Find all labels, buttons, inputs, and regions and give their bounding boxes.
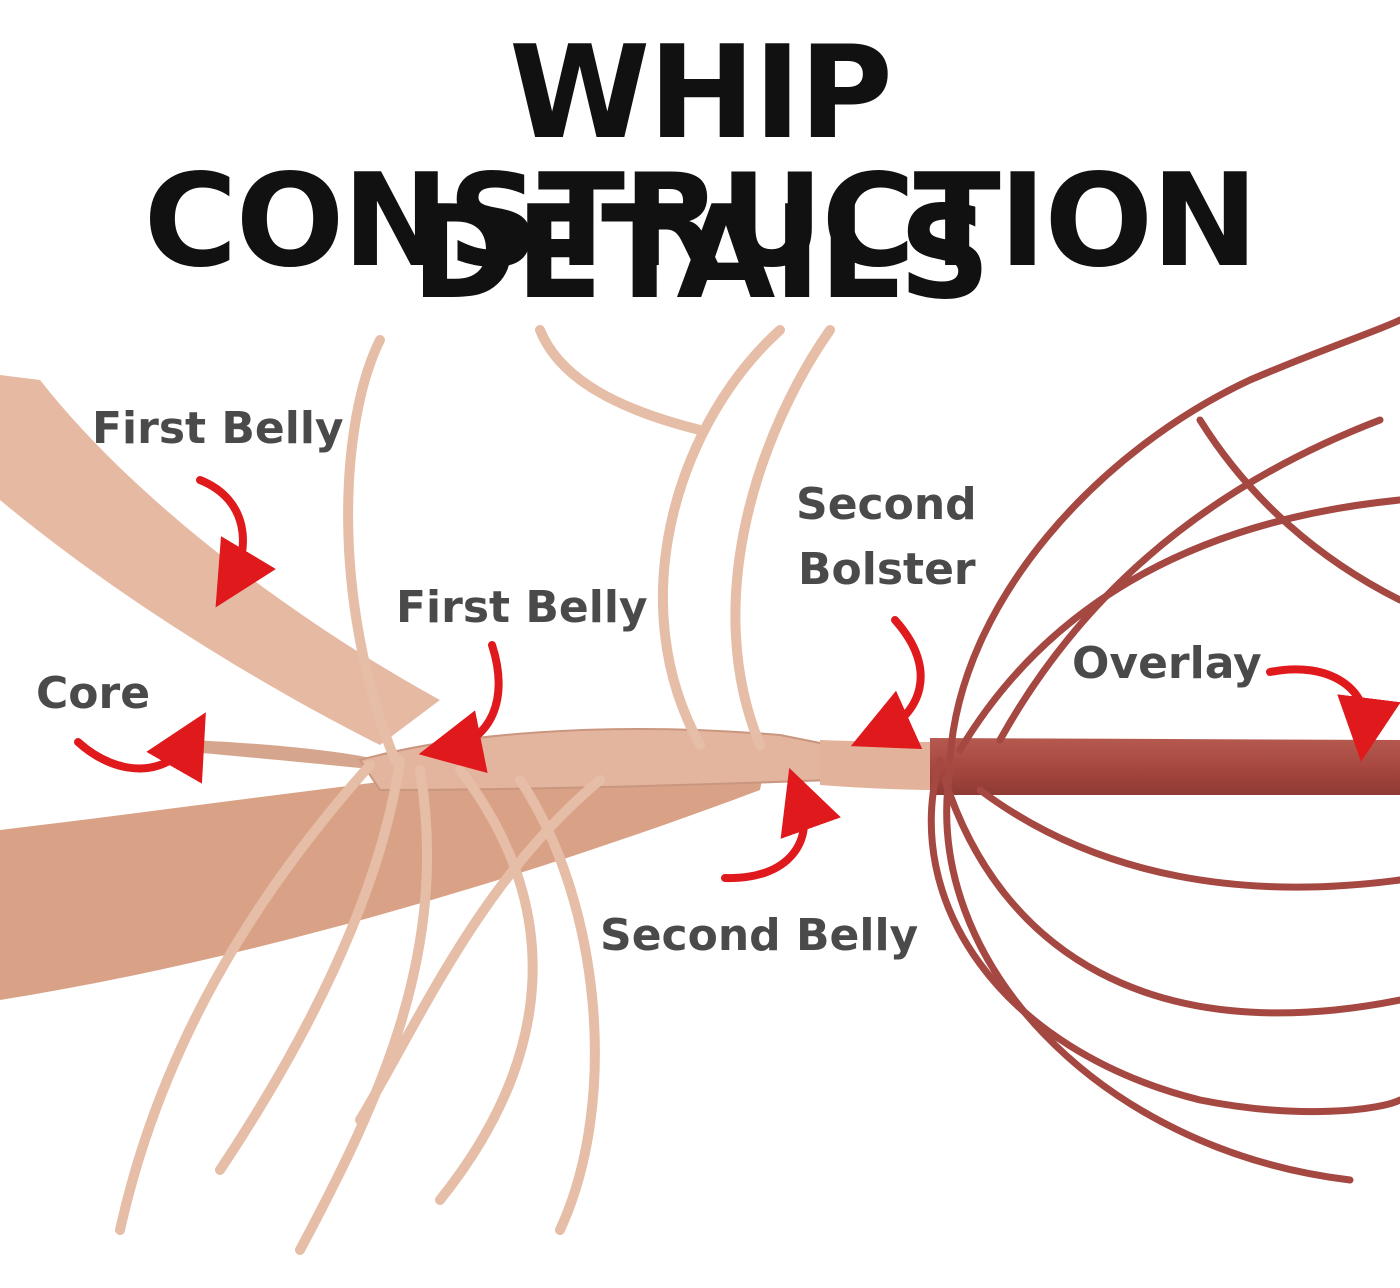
title-line-2: DETAILS xyxy=(411,179,991,328)
label-second-bolster-line1: Second xyxy=(796,479,977,530)
label-second-bolster-line2: Bolster xyxy=(798,544,976,595)
overlay-strands xyxy=(927,316,1400,1184)
label-core: Core xyxy=(36,668,150,719)
label-first-belly-top: First Belly xyxy=(92,403,344,454)
core-stem xyxy=(190,740,380,770)
arrow-second-bolster xyxy=(850,616,925,750)
arrow-first-belly-mid xyxy=(418,641,503,774)
label-first-belly-mid: First Belly xyxy=(396,582,648,633)
arrow-first-belly-top xyxy=(196,476,276,608)
title-line-1: WHIP CONSTRUCTION xyxy=(143,19,1259,296)
label-overlay: Overlay xyxy=(1072,638,1262,689)
loose-strands xyxy=(115,325,835,1255)
arrow-overlay xyxy=(1266,665,1400,762)
center-shaft xyxy=(820,740,940,790)
label-second-belly: Second Belly xyxy=(600,910,918,961)
overlay-section xyxy=(930,738,1400,795)
arrow-core xyxy=(74,712,206,784)
arrow-second-belly xyxy=(721,767,841,883)
